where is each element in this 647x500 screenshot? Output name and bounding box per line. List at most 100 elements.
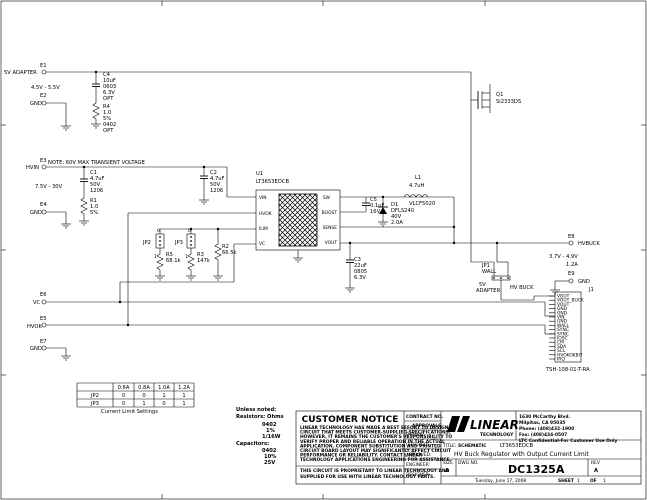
svg-text:Unless noted:: Unless noted:	[236, 407, 276, 413]
j1-pin-label: CM	[557, 340, 564, 346]
svg-text:HV BUCK: HV BUCK	[510, 285, 534, 291]
svg-text:Capacitors:: Capacitors:	[236, 441, 269, 447]
svg-text:147k: 147k	[197, 258, 210, 264]
svg-text:DRAWN:: DRAWN:	[406, 432, 424, 438]
svg-text:R5: R5	[166, 252, 173, 258]
terminal-e4[interactable]	[41, 209, 47, 215]
terminal-e6[interactable]	[41, 299, 47, 305]
svg-text:SENSE: SENSE	[323, 225, 338, 231]
svg-text:HVOK: HVOK	[259, 211, 272, 217]
capacitor-c4	[92, 83, 100, 87]
e2-label: GND	[30, 101, 42, 107]
table-cell: 1	[182, 393, 185, 399]
j1-pin-label: GND	[557, 319, 568, 325]
svg-text:R2: R2	[222, 244, 229, 250]
svg-text:DESIGNER:: DESIGNER:	[406, 472, 430, 478]
svg-text:6.3V: 6.3V	[103, 90, 115, 96]
svg-text:Phone: (408)432-1900: Phone: (408)432-1900	[519, 426, 574, 432]
svg-text:0: 0	[157, 228, 160, 234]
svg-text:0: 0	[188, 228, 191, 234]
svg-text:SIZE: SIZE	[443, 460, 453, 466]
svg-text:VC: VC	[259, 241, 265, 247]
svg-text:1: 1	[154, 254, 157, 260]
svg-text:0603: 0603	[103, 84, 116, 90]
svg-text:DFLS240: DFLS240	[391, 208, 414, 214]
svg-text:L1: L1	[415, 175, 421, 181]
svg-text:VC: VC	[33, 300, 41, 306]
inductor-l1	[403, 194, 429, 198]
diode-d1	[378, 206, 388, 214]
e2-ref: E2	[40, 93, 47, 99]
svg-text:R3: R3	[197, 252, 204, 258]
svg-text:22uF: 22uF	[354, 263, 367, 269]
svg-text:0805: 0805	[354, 269, 367, 275]
linear-logo: LINEAR TECHNOLOGY	[447, 416, 519, 438]
terminal-e8[interactable]	[568, 240, 574, 246]
svg-text:68.1k: 68.1k	[166, 258, 181, 264]
q1-ref: Q1	[496, 92, 503, 98]
svg-text:SCHEMATIC: SCHEMATIC	[458, 443, 486, 449]
notice-line: CIRCUIT BOARD LAYOUT MAY SIGNIFICANTLY A…	[300, 448, 451, 454]
mosfet-q1	[470, 72, 491, 232]
terminal-e2[interactable]	[41, 100, 47, 106]
adapter-section: E1 5V ADAPTER 4.5V - 5.5V E2 GND C4 10uF…	[4, 63, 521, 232]
terminal-e5[interactable]	[41, 322, 47, 328]
svg-text:BOOST: BOOST	[322, 210, 338, 216]
svg-text:4.7uF: 4.7uF	[90, 176, 105, 182]
svg-text:E5: E5	[40, 316, 47, 322]
svg-text:SUPPLIED FOR USE WITH LINEAR T: SUPPLIED FOR USE WITH LINEAR TECHNOLOGY …	[300, 474, 435, 480]
u1-ref: U1	[256, 171, 263, 177]
e1-ref: E1	[40, 63, 47, 69]
svg-text:66.5k: 66.5k	[222, 250, 237, 256]
svg-text:Milpitas, CA 95035: Milpitas, CA 95035	[519, 420, 565, 426]
svg-text:J1: J1	[588, 287, 594, 293]
notice-line: APPLICATION. COMPONENT SUBSTITUTION AND …	[300, 443, 441, 449]
terminal-e9[interactable]	[568, 278, 574, 284]
resistor-r4	[92, 100, 100, 124]
svg-text:10uF: 10uF	[103, 78, 116, 84]
notice-line: TECHNOLOGY APPLICATIONS ENGINEERING FOR …	[300, 457, 451, 463]
capacitor-c3	[346, 259, 354, 263]
terminal-e3[interactable]	[41, 164, 47, 170]
table-header-cell: 1.0A	[158, 385, 170, 391]
terminal-e7[interactable]	[41, 345, 47, 351]
table-cell: 1	[182, 401, 185, 407]
ground-symbol	[61, 125, 71, 131]
svg-text:VLCF5020: VLCF5020	[409, 201, 435, 207]
j1-pin-label: SCL	[557, 348, 566, 354]
svg-text:C5: C5	[370, 197, 377, 203]
svg-text:1: 1	[577, 478, 580, 484]
svg-text:OPT: OPT	[103, 128, 114, 134]
q1-part: Si2333DS	[496, 99, 521, 105]
resistor-r2	[214, 242, 222, 270]
svg-text:5V: 5V	[479, 282, 486, 288]
j1-pin-label: VOUT_BUCK	[557, 298, 584, 304]
svg-text:JP3: JP3	[174, 240, 183, 246]
u1-part: LT3653EDCB	[256, 179, 289, 185]
table-cell: 1	[162, 393, 165, 399]
ilim-network: R2 66.5k JP2 0 1 R5 68.1k JP3 0 1 R3 147…	[142, 227, 256, 281]
connector-j1: J1 TSH-108-01-T-RA VOUTVOUT_BUCKVOUTGNDG…	[545, 287, 594, 373]
svg-text:6.3V: 6.3V	[354, 275, 366, 281]
table-cell: JP3	[90, 401, 99, 407]
svg-text:1206: 1206	[210, 188, 223, 194]
svg-text:Fax: (408)434-0507: Fax: (408)434-0507	[519, 432, 567, 438]
svg-text:ADAPTER: ADAPTER	[476, 288, 501, 294]
j1-pin-label: IOSC	[557, 336, 568, 342]
svg-text:Resistors: Ohms: Resistors: Ohms	[236, 414, 284, 420]
j1-pin-label: GND	[557, 310, 568, 316]
svg-text:0402: 0402	[262, 422, 277, 428]
jumper-jp1[interactable]: JP1 WALL HV BUCK 5V ADAPTER	[470, 232, 534, 301]
notice-line: CIRCUIT THAT MEETS CUSTOMER-SUPPLIED SPE…	[300, 430, 451, 436]
svg-text:A: A	[445, 468, 449, 474]
svg-text:GND: GND	[578, 279, 590, 285]
svg-text:VIN: VIN	[259, 195, 267, 201]
svg-text:2.0A: 2.0A	[391, 220, 403, 226]
svg-text:1.0: 1.0	[90, 204, 98, 210]
drawing-number: DC1325A	[508, 463, 565, 476]
table-header-cell: 0.6A	[118, 385, 130, 391]
terminal-e1[interactable]	[41, 69, 47, 75]
hvbuck-current: 1.2A	[566, 262, 578, 268]
notes: Unless noted: Resistors: Ohms 0402 1% 1/…	[236, 407, 284, 466]
